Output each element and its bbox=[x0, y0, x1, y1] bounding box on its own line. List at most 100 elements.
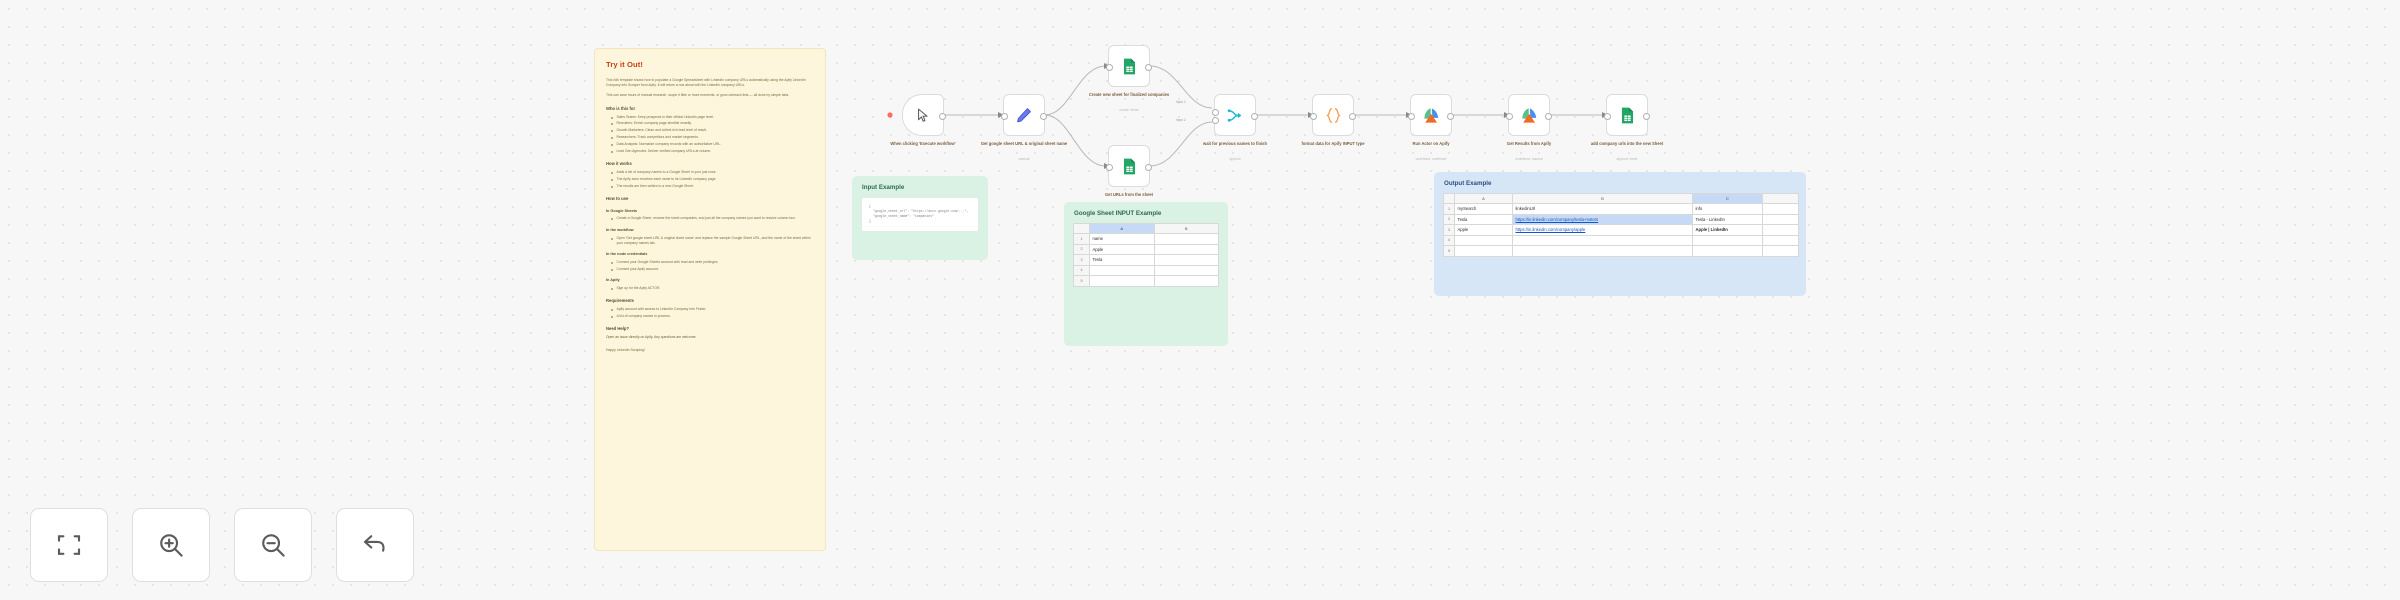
row-number[interactable]: 5 bbox=[1443, 245, 1455, 257]
cell-mysearch[interactable]: Apple bbox=[1454, 224, 1513, 236]
cell-a[interactable]: Tesla bbox=[1089, 254, 1155, 266]
cell-b[interactable] bbox=[1153, 254, 1219, 266]
input-example-code: { "google_sheet_url": "https://docs.goog… bbox=[861, 197, 979, 232]
corner-cell[interactable] bbox=[1443, 193, 1455, 204]
cell-d[interactable] bbox=[1762, 213, 1799, 225]
cell-linkedinurl[interactable] bbox=[1512, 234, 1693, 246]
cell-mysearch[interactable] bbox=[1454, 234, 1513, 246]
output-example-table[interactable]: A B C 1 mySearch linkedinUrl info 2 Tesl… bbox=[1443, 193, 1799, 257]
cell-b[interactable] bbox=[1153, 243, 1219, 255]
node-input-port[interactable] bbox=[1106, 163, 1113, 171]
table-row[interactable]: 3 Tesla bbox=[1073, 254, 1219, 266]
row-number[interactable]: 2 bbox=[1073, 243, 1090, 255]
cell-info[interactable]: Apple | LinkedIn bbox=[1692, 224, 1763, 236]
table-row[interactable]: 1 mySearch linkedinUrl info bbox=[1443, 203, 1799, 215]
node-add-company-urls-to-new-sheet[interactable]: add company urls into the new Sheet appe… bbox=[1591, 94, 1663, 161]
cell-info[interactable]: Tesla - LinkedIn bbox=[1692, 213, 1763, 225]
linkedin-url-link[interactable]: https://in.linkedin.com/company/tesla-mo… bbox=[1515, 216, 1599, 222]
corner-cell[interactable] bbox=[1073, 223, 1090, 234]
table-row[interactable]: 3 Apple https://in.linkedin.com/company/… bbox=[1443, 224, 1799, 236]
cell-mysearch[interactable]: mySearch bbox=[1454, 203, 1513, 215]
table-row[interactable]: 5 bbox=[1073, 275, 1219, 287]
table-row[interactable]: 2 Apple bbox=[1073, 243, 1219, 255]
node-when-clicking-execute-workflow[interactable]: When clicking 'Execute workflow' bbox=[890, 94, 956, 146]
google-sheets-icon bbox=[1621, 107, 1633, 123]
node-format-data-for-apify[interactable]: format data for Apify INPUT type bbox=[1301, 94, 1365, 146]
node-output-port[interactable] bbox=[1145, 163, 1152, 171]
table-row[interactable]: 4 bbox=[1443, 234, 1799, 246]
node-run-actor-on-apify[interactable]: Run Actor on Apify undefined: undefined bbox=[1408, 94, 1454, 161]
node-get-results-from-apify[interactable]: Get Results from Apify undefined: manual bbox=[1506, 94, 1552, 161]
node-input-port[interactable] bbox=[1310, 112, 1317, 120]
row-number[interactable]: 3 bbox=[1073, 254, 1090, 266]
node-output-port[interactable] bbox=[939, 112, 946, 120]
cell-b[interactable] bbox=[1153, 275, 1219, 287]
column-header-a[interactable]: A bbox=[1089, 223, 1155, 234]
row-number[interactable]: 2 bbox=[1443, 213, 1455, 225]
node-output-port[interactable] bbox=[1040, 112, 1047, 120]
cell-info[interactable] bbox=[1692, 234, 1763, 246]
row-number[interactable]: 4 bbox=[1443, 234, 1455, 246]
table-row[interactable]: 5 bbox=[1443, 245, 1799, 257]
node-wait-for-previous-names[interactable]: wait for previous names to finish append bbox=[1203, 94, 1267, 161]
column-header-c[interactable]: C bbox=[1692, 193, 1763, 204]
zoom-out-button[interactable] bbox=[234, 508, 312, 582]
cell-b[interactable] bbox=[1153, 264, 1219, 276]
cell-linkedinurl[interactable]: https://in.linkedin.com/company/apple bbox=[1512, 224, 1693, 236]
cell-a[interactable] bbox=[1089, 275, 1155, 287]
cell-linkedinurl[interactable] bbox=[1512, 245, 1693, 257]
reset-zoom-button[interactable] bbox=[336, 508, 414, 582]
node-output-port[interactable] bbox=[1447, 112, 1454, 120]
node-create-new-sheet[interactable]: Create new sheet for finalized companies… bbox=[1089, 45, 1169, 112]
cell-mysearch[interactable] bbox=[1454, 245, 1513, 257]
cell-d[interactable] bbox=[1762, 234, 1799, 246]
cell-linkedinurl[interactable]: linkedinUrl bbox=[1512, 203, 1693, 215]
google-sheet-input-table[interactable]: A B 1 name 2 Apple 3 Tesla bbox=[1073, 223, 1219, 287]
cell-d[interactable] bbox=[1762, 203, 1799, 215]
node-input-port-2[interactable] bbox=[1212, 117, 1219, 125]
table-row[interactable]: 4 bbox=[1073, 264, 1219, 276]
cell-linkedinurl[interactable]: https://in.linkedin.com/company/tesla-mo… bbox=[1512, 213, 1693, 225]
canvas-zoom-toolbar bbox=[30, 508, 414, 582]
node-input-port[interactable] bbox=[1604, 112, 1611, 120]
cell-a[interactable]: name bbox=[1089, 233, 1155, 245]
node-input-port[interactable] bbox=[1001, 112, 1008, 120]
input-example-card: Input Example { "google_sheet_url": "htt… bbox=[852, 176, 988, 260]
node-input-port[interactable] bbox=[1506, 112, 1513, 120]
node-output-port[interactable] bbox=[1545, 112, 1552, 120]
linkedin-url-link[interactable]: https://in.linkedin.com/company/apple bbox=[1515, 227, 1586, 233]
node-get-urls-from-sheet[interactable]: Get URLs from the sheet read: sheet bbox=[1105, 145, 1153, 212]
node-input-port[interactable] bbox=[1106, 63, 1113, 71]
zoom-in-button[interactable] bbox=[132, 508, 210, 582]
cell-d[interactable] bbox=[1762, 224, 1799, 236]
row-number[interactable]: 3 bbox=[1443, 224, 1455, 236]
cell-mysearch[interactable]: Tesla bbox=[1454, 213, 1513, 225]
cell-a[interactable]: Apple bbox=[1089, 243, 1155, 255]
row-number[interactable]: 5 bbox=[1073, 275, 1090, 287]
column-header-d[interactable] bbox=[1762, 193, 1799, 204]
column-header-b[interactable]: B bbox=[1512, 193, 1693, 204]
fit-to-view-button[interactable] bbox=[30, 508, 108, 582]
subsection-list-workflow: Open 'Get google sheet URL & original sh… bbox=[606, 236, 814, 247]
cell-info[interactable] bbox=[1692, 245, 1763, 257]
column-header-b[interactable]: B bbox=[1153, 223, 1219, 234]
node-output-port[interactable] bbox=[1145, 63, 1152, 71]
row-number[interactable]: 4 bbox=[1073, 264, 1090, 276]
row-number[interactable]: 1 bbox=[1443, 203, 1455, 215]
node-input-port-1[interactable] bbox=[1212, 108, 1219, 116]
table-row[interactable]: 2 Tesla https://in.linkedin.com/company/… bbox=[1443, 213, 1799, 225]
node-output-port[interactable] bbox=[1251, 112, 1258, 120]
row-number[interactable]: 1 bbox=[1073, 233, 1090, 245]
node-get-google-sheet-url[interactable]: Get google sheet URL & original sheet na… bbox=[981, 94, 1067, 161]
node-output-port[interactable] bbox=[1349, 112, 1356, 120]
node-output-port[interactable] bbox=[1643, 112, 1650, 120]
table-row[interactable]: 1 name bbox=[1073, 233, 1219, 245]
column-header-a[interactable]: A bbox=[1454, 193, 1513, 204]
sticky-note[interactable]: Try it Out! This n8n template shows how … bbox=[594, 48, 826, 551]
cell-d[interactable] bbox=[1762, 245, 1799, 257]
cell-b[interactable] bbox=[1153, 233, 1219, 245]
node-input-port[interactable] bbox=[1408, 112, 1415, 120]
cell-info[interactable]: info bbox=[1692, 203, 1763, 215]
cell-a[interactable] bbox=[1089, 264, 1155, 276]
